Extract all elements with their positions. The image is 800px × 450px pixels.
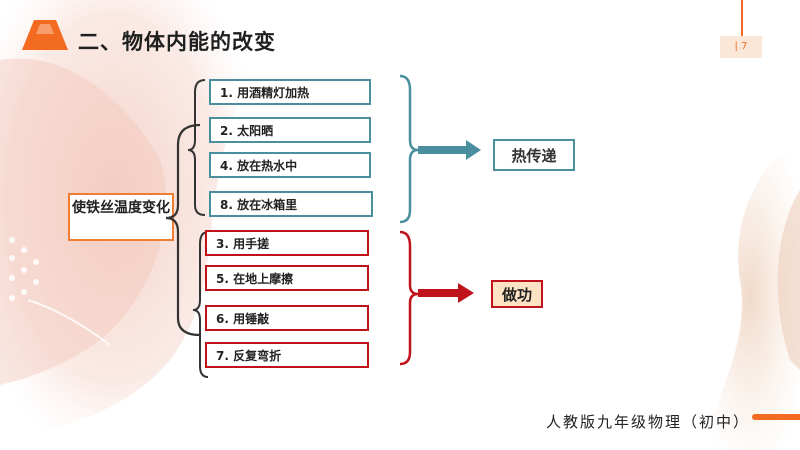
footer-text: 人教版九年级物理（初中） bbox=[546, 413, 751, 431]
method-item-8: 8. 放在冰箱里 bbox=[209, 191, 373, 217]
upper-inner-brace bbox=[187, 79, 206, 216]
subject-box: 使铁丝温度变化 bbox=[68, 193, 174, 241]
red-arrow bbox=[418, 283, 474, 303]
method-item-4: 4. 放在热水中 bbox=[209, 152, 371, 178]
page-marker-line bbox=[741, 0, 743, 36]
method-item-6: 6. 用锤敲 bbox=[205, 305, 369, 331]
method-item-7: 7. 反复弯折 bbox=[205, 342, 369, 368]
result-work: 做功 bbox=[491, 280, 543, 308]
lower-inner-brace bbox=[192, 231, 209, 378]
page-number: | 7 bbox=[720, 36, 762, 58]
method-item-3: 3. 用手搓 bbox=[205, 230, 369, 256]
left-big-brace bbox=[165, 123, 201, 337]
red-right-brace bbox=[399, 230, 419, 366]
method-item-2: 2. 太阳晒 bbox=[209, 117, 371, 143]
footer-accent-bar bbox=[752, 414, 800, 420]
method-item-5: 5. 在地上摩擦 bbox=[205, 265, 369, 291]
teal-right-brace bbox=[399, 74, 419, 224]
result-heat-transfer: 热传递 bbox=[493, 139, 575, 171]
logo-icon bbox=[22, 20, 68, 50]
method-item-1: 1. 用酒精灯加热 bbox=[209, 79, 371, 105]
page-title: 二、物体内能的改变 bbox=[78, 30, 276, 54]
teal-arrow bbox=[418, 140, 481, 160]
